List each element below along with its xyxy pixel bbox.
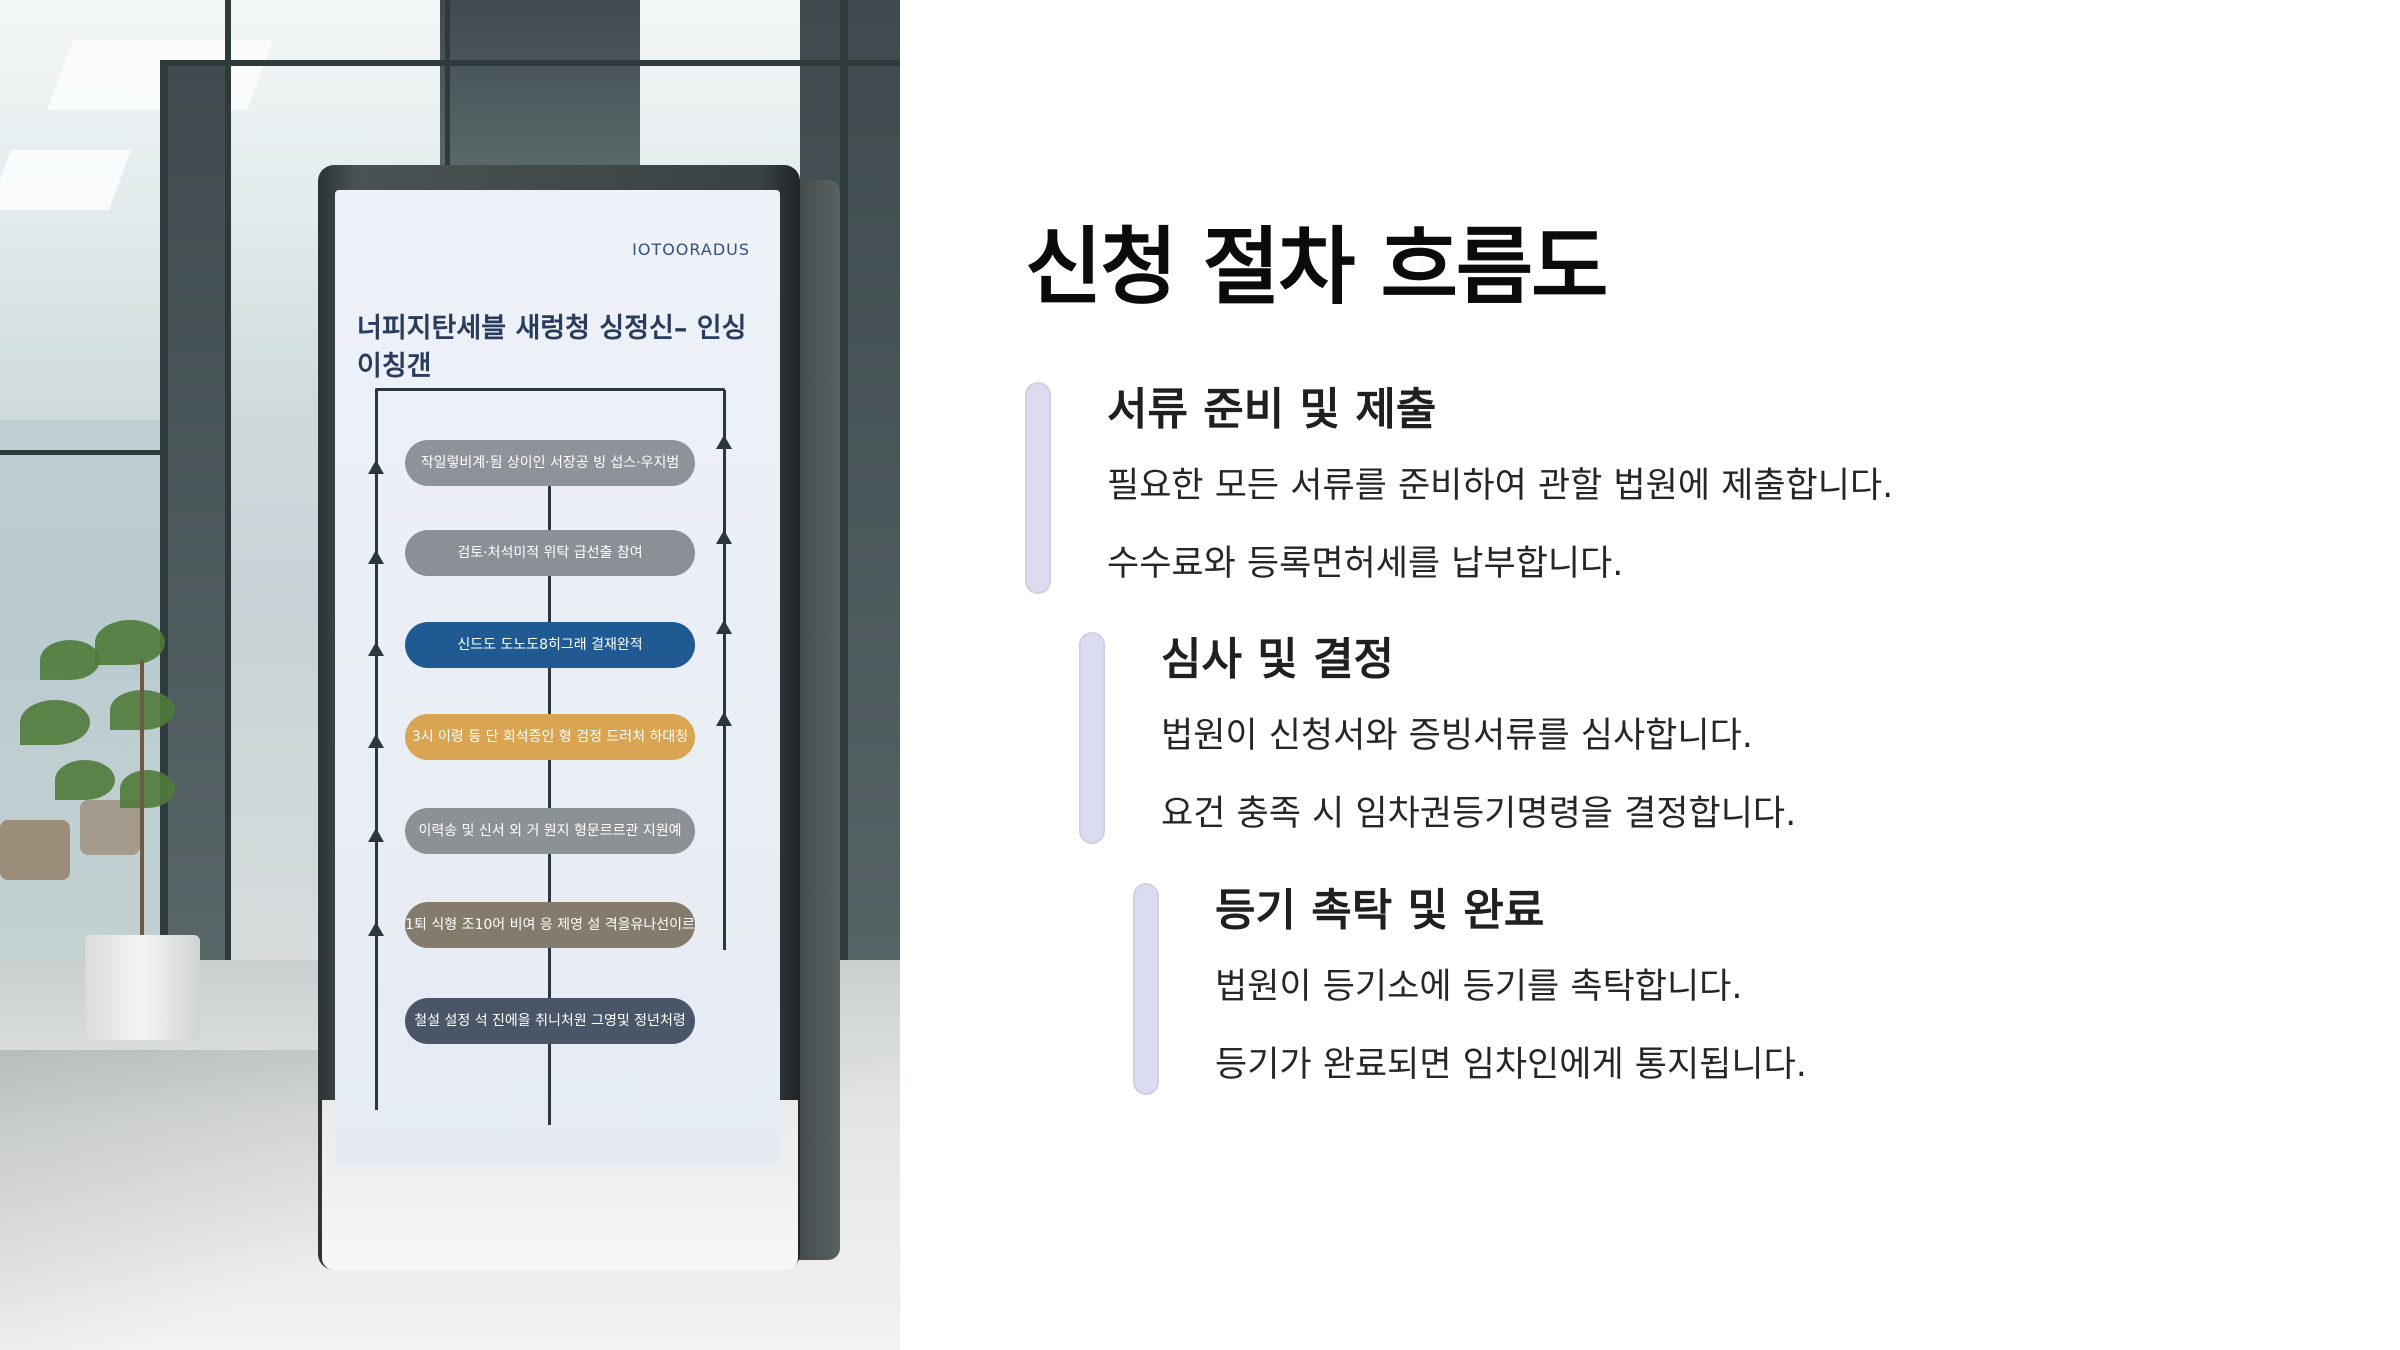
flow-step-pill: 작일렇비계·됨 상이인 서장공 빙 섭스·우지범	[405, 440, 695, 486]
kiosk-screen: IOTOORADUS 너피지탄세블 새렁청 싱정신– 인싱이칭갠 작일렇비계·됨…	[335, 190, 780, 1165]
step-line: 법원이 신청서와 증빙서류를 심사합니다.	[1161, 716, 1753, 756]
arrow-up-icon	[368, 642, 384, 656]
arrow-up-icon	[716, 530, 732, 544]
step-line: 수수료와 등록면허세를 납부합니다.	[1107, 544, 1624, 584]
plant-leaf	[40, 640, 100, 680]
window-frame	[160, 60, 900, 66]
arrow-up-icon	[368, 460, 384, 474]
plant-pot	[85, 935, 200, 1040]
flow-step-pill: 신드도 도노도8히그래 결재완적	[405, 622, 695, 668]
step-accent-bar	[1025, 382, 1051, 594]
flow-line	[723, 390, 726, 950]
skylight	[0, 150, 131, 210]
plant-leaf	[20, 700, 90, 745]
step-accent-bar	[1133, 883, 1159, 1095]
step-line: 등기가 완료되면 임차인에게 통지됩니다.	[1215, 1045, 1807, 1085]
window-frame	[840, 0, 848, 1240]
window-frame	[0, 450, 165, 455]
flow-step-pill: 철설 설정 석 진에을 취니처원 그영및 정년처령	[405, 998, 695, 1044]
window-frame	[445, 0, 450, 180]
kiosk-photo: IOTOORADUS 너피지탄세블 새렁청 싱정신– 인싱이칭갠 작일렇비계·됨…	[0, 0, 900, 1350]
window-frame	[225, 0, 231, 1100]
step-title: 등기 촉탁 및 완료	[1215, 885, 1545, 936]
glass-panel	[440, 0, 640, 180]
flow-step-pill: 이력송 및 신서 외 거 원지 형문르르관 지원예	[405, 808, 695, 854]
window-frame	[160, 60, 168, 1110]
slide-content: 신청 절차 흐름도 서류 준비 및 제출 필요한 모든 서류를 준비하여 관할 …	[1025, 0, 2365, 1350]
slide-title: 신청 절차 흐름도	[1025, 218, 1608, 316]
step-line: 요건 충족 시 임차권등기명령을 결정합니다.	[1161, 794, 1797, 834]
flow-step-pill: 1퇴 식형 조10어 비여 응 제영 설 격을유나선이르	[405, 902, 695, 948]
arrow-up-icon	[368, 734, 384, 748]
arrow-up-icon	[716, 435, 732, 449]
flow-line	[375, 390, 378, 1110]
step-title: 서류 준비 및 제출	[1107, 384, 1437, 435]
flow-line	[548, 445, 551, 1125]
plant-stem	[140, 660, 144, 940]
step-title: 심사 및 결정	[1161, 634, 1395, 685]
arrow-up-icon	[716, 620, 732, 634]
screen-title: 너피지탄세블 새렁청 싱정신– 인싱이칭갠	[357, 313, 747, 382]
flow-step-pill: 검토·처석미적 위탁 급선출 참여	[405, 530, 695, 576]
arrow-up-icon	[368, 828, 384, 842]
step-line: 법원이 등기소에 등기를 촉탁합니다.	[1215, 967, 1743, 1007]
arrow-up-icon	[716, 712, 732, 726]
flow-line	[375, 388, 725, 391]
lobby-chair	[0, 820, 70, 880]
step-accent-bar	[1079, 632, 1105, 844]
plant-leaf	[120, 770, 175, 808]
plant-leaf	[95, 620, 165, 665]
flow-step-pill: 3시 이령 등 단 회석증인 형 검정 드러처 하대청	[405, 714, 695, 760]
lobby-chair	[80, 800, 140, 855]
plant-leaf	[55, 760, 115, 800]
arrow-up-icon	[368, 922, 384, 936]
arrow-up-icon	[368, 550, 384, 564]
step-line: 필요한 모든 서류를 준비하여 관할 법원에 제출합니다.	[1107, 466, 1894, 506]
screen-logo: IOTOORADUS	[632, 240, 750, 259]
